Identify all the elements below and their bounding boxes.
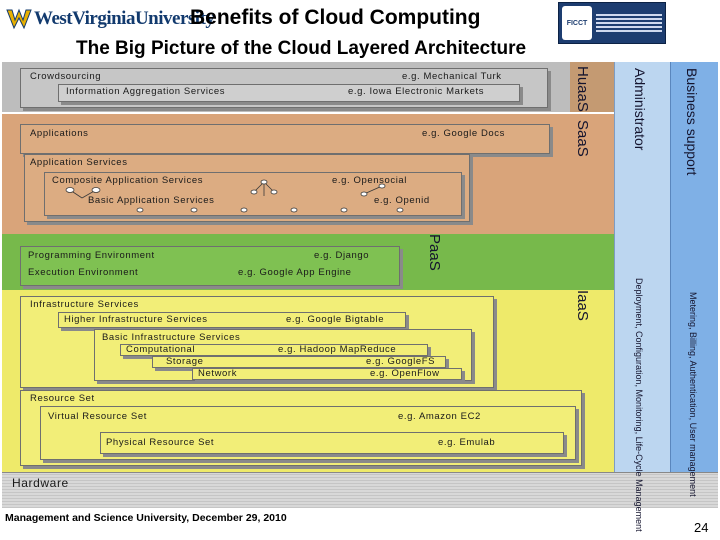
conference-logo-lines (596, 14, 662, 32)
basic-app-services-example: e.g. Openid (374, 195, 430, 206)
programming-environment-box (20, 246, 400, 286)
composite-services-label: Composite Application Services (52, 175, 204, 186)
page-number: 24 (694, 520, 709, 535)
huaas-label: HuaaS (574, 66, 591, 112)
computational-label: Computational (126, 344, 196, 355)
paas-label: PaaS (426, 234, 443, 271)
storage-example: e.g. GoogleFS (366, 356, 436, 367)
cloud-architecture-diagram: Crowdsourcing e.g. Mechanical Turk Infor… (2, 62, 718, 532)
basic-infrastructure-label: Basic Infrastructure Services (102, 332, 241, 343)
virtual-resource-example: e.g. Amazon EC2 (398, 411, 481, 422)
resource-set-label: Resource Set (30, 393, 95, 404)
virtual-resource-label: Virtual Resource Set (48, 411, 147, 422)
wvu-logo: WestVirginiaUniversity (6, 4, 215, 34)
slide-title: Benefits of Cloud Computing (190, 6, 481, 29)
iaas-label: IaaS (574, 290, 591, 321)
higher-infrastructure-box (58, 312, 406, 328)
execution-environment-example: e.g. Google App Engine (238, 267, 352, 278)
administrator-detail: Deployment, Configuration, Monitoring, L… (634, 278, 644, 532)
service-network-graphic (65, 179, 404, 213)
network-box (192, 368, 462, 380)
application-services-label: Application Services (30, 157, 128, 168)
basic-app-services-label: Basic Application Services (88, 195, 215, 206)
storage-label: Storage (166, 356, 204, 367)
business-support-detail: Metering, Billing, Authentication, User … (688, 292, 698, 497)
storage-box (152, 356, 446, 368)
info-aggregation-label: Information Aggregation Services (66, 86, 226, 97)
applications-example: e.g. Google Docs (422, 128, 506, 139)
slide-subtitle: The Big Picture of the Cloud Layered Arc… (76, 38, 527, 59)
computational-example: e.g. Hadoop MapReduce (278, 344, 397, 355)
university-name: WestVirginiaUniversity (34, 8, 215, 29)
crowdsourcing-example: e.g. Mechanical Turk (402, 71, 502, 82)
programming-environment-label: Programming Environment (28, 250, 155, 261)
conference-seal-icon: FICCT (562, 6, 592, 40)
composite-services-example: e.g. Opensocial (332, 175, 408, 186)
conference-logo-text: FICCT (566, 19, 588, 27)
huaas-label-area (570, 62, 614, 112)
crowdsourcing-label: Crowdsourcing (30, 71, 102, 82)
higher-infrastructure-example: e.g. Google Bigtable (286, 314, 385, 325)
administrator-column (614, 62, 670, 472)
business-support-label: Business support (684, 68, 700, 176)
physical-resource-box (100, 432, 564, 454)
higher-infrastructure-label: Higher Infrastructure Services (64, 314, 208, 325)
conference-logo: FICCT (558, 2, 666, 44)
info-aggregation-example: e.g. Iowa Electronic Markets (348, 86, 485, 97)
physical-resource-example: e.g. Emulab (438, 437, 496, 448)
info-aggregation-box (58, 84, 520, 102)
execution-environment-label: Execution Environment (28, 267, 139, 278)
administrator-label: Administrator (632, 68, 648, 151)
applications-label: Applications (30, 128, 89, 139)
physical-resource-label: Physical Resource Set (106, 437, 215, 448)
hardware-label: Hardware (12, 476, 69, 490)
network-label: Network (198, 368, 238, 379)
infrastructure-services-label: Infrastructure Services (30, 299, 139, 310)
computational-box (120, 344, 428, 356)
saas-label: SaaS (574, 120, 591, 157)
business-support-column (670, 62, 718, 472)
network-example: e.g. OpenFlow (370, 368, 440, 379)
applications-box (20, 124, 550, 154)
hardware-band (2, 472, 718, 508)
programming-environment-example: e.g. Django (314, 250, 370, 261)
flying-wv-icon (6, 6, 32, 32)
footer-text: Management and Science University, Decem… (5, 512, 287, 524)
